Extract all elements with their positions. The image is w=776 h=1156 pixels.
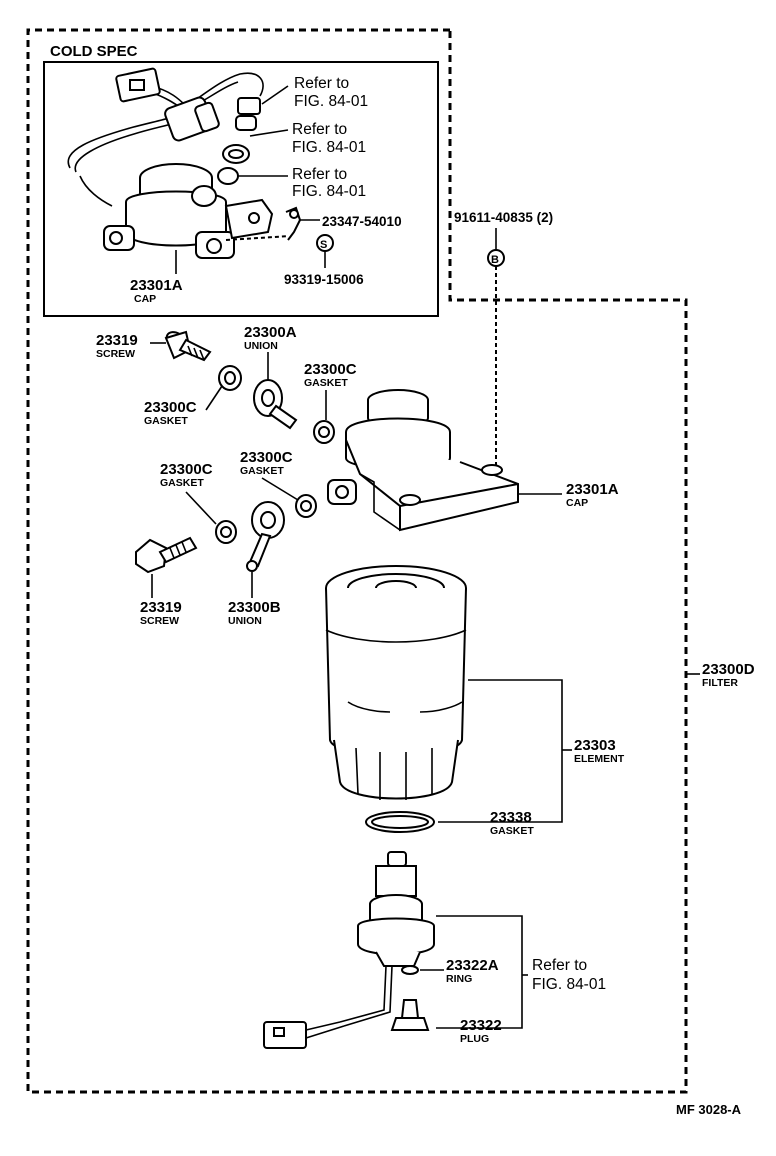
union-a-number: 23300A [244,324,297,341]
element-name: ELEMENT [574,753,625,765]
element-drawing [325,565,467,800]
plug-number: 23322 [460,1017,502,1034]
union-b-drawing [246,501,285,572]
refer-bottom-line2: FIG. 84-01 [532,976,606,993]
gasket-4-name: GASKET [240,465,284,477]
gasket-3-number: 23300C [160,461,213,478]
cold-spec-box [43,61,439,317]
union-a-drawing [253,379,298,430]
cold-refer-1: Refer to [294,75,349,92]
cold-refer-2: Refer to [292,121,347,138]
filter-assembly-boundary [26,28,688,1094]
filter-name: FILTER [702,677,738,689]
filter-number: 23300D [702,661,755,678]
cold-spec-title: COLD SPEC [50,43,138,60]
screw-bottom-name: SCREW [140,615,179,627]
screw-bottom-number: 23319 [140,599,182,616]
sensor-drawing [263,851,435,1049]
cap-main-number: 23301A [566,481,619,498]
gasket-main-name: GASKET [490,825,534,837]
figure-code: MF 3028-A [676,1102,742,1117]
cold-spec-cap-drawing [67,67,334,259]
screw-top-name: SCREW [96,348,135,360]
cap-main-name: CAP [566,497,588,509]
screw-top-drawing [164,330,212,362]
seal-symbol: S [320,239,327,251]
gasket-2-name: GASKET [304,377,348,389]
cold-cap-name: CAP [134,293,156,305]
gasket-3-name: GASKET [160,477,204,489]
gasket-1-number: 23300C [144,399,197,416]
gasket-4-number: 23300C [240,449,293,466]
bolt-number: 91611-40835 (2) [454,210,553,225]
cold-fig-3: FIG. 84-01 [292,183,366,200]
cold-fig-1: FIG. 84-01 [294,93,368,110]
gasket-2-number: 23300C [304,361,357,378]
plug-name: PLUG [460,1033,489,1045]
cold-fig-2: FIG. 84-01 [292,139,366,156]
gasket-main-number: 23338 [490,809,532,826]
part-93319-label: 93319-15006 [284,272,364,287]
cold-refer-3: Refer to [292,166,347,183]
ring-number: 23322A [446,957,499,974]
main-cap-drawing [327,389,519,532]
cold-cap-number: 23301A [130,277,183,294]
gasket-1-name: GASKET [144,415,188,427]
screw-bottom-drawing [135,536,198,574]
union-b-number: 23300B [228,599,281,616]
bolt-symbol: B [491,254,499,266]
refer-bottom-line1: Refer to [532,957,587,974]
union-a-name: UNION [244,340,278,352]
element-number: 23303 [574,737,616,754]
screw-top-number: 23319 [96,332,138,349]
ring-name: RING [446,973,472,985]
part-23347-label: 23347-54010 [322,214,402,229]
union-b-name: UNION [228,615,262,627]
